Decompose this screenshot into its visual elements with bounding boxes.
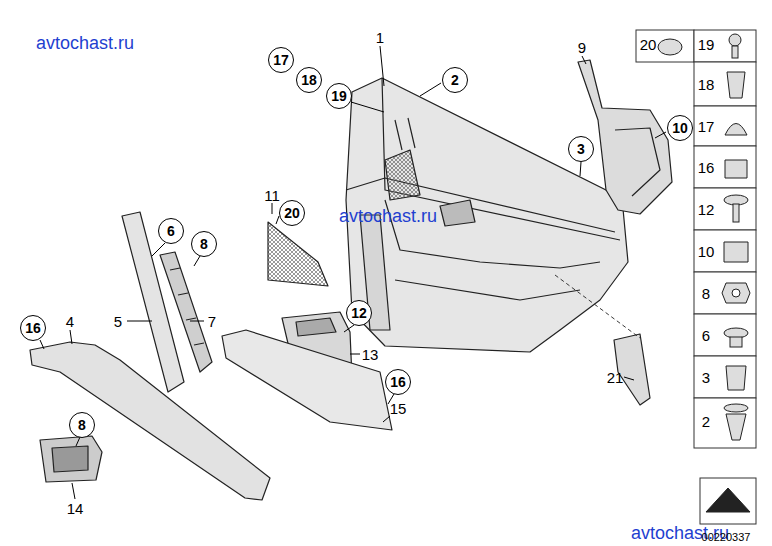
callout-number: 8 [200, 237, 208, 251]
callout-circle: 12 [346, 300, 372, 326]
callout-number: 7 [208, 314, 216, 329]
callout-number: 12 [698, 202, 715, 217]
callout-number: 3 [577, 142, 585, 156]
callout-circle: 8 [69, 412, 95, 438]
callout-number: 19 [331, 89, 347, 103]
callout-number: 10 [698, 244, 715, 259]
callout-number: 6 [702, 328, 710, 343]
callout-circle: 16 [385, 369, 411, 395]
callout-circle: 17 [268, 47, 294, 73]
callout-circle: 19 [326, 83, 352, 109]
watermark: avtochast.ru [36, 34, 134, 52]
callout-number: 20 [640, 37, 657, 52]
callout-number: 18 [698, 77, 715, 92]
callout-circle: 20 [279, 200, 305, 226]
callout-circle: 18 [296, 67, 322, 93]
callout-circle: 6 [158, 218, 184, 244]
callout-circle: 8 [191, 231, 217, 257]
callout-number: 11 [264, 188, 280, 203]
callout-number: 20 [284, 206, 300, 220]
callout-number: 17 [273, 53, 289, 67]
callout-number: 2 [702, 414, 710, 429]
callout-number: 16 [390, 375, 406, 389]
callout-number: 6 [167, 224, 175, 238]
callout-circle: 3 [568, 136, 594, 162]
callout-circle: 16 [20, 315, 46, 341]
callout-number: 14 [67, 501, 84, 516]
callout-number: 12 [351, 306, 367, 320]
callout-number: 8 [78, 418, 86, 432]
callout-number: 1 [376, 30, 384, 45]
callout-number: 4 [66, 314, 74, 329]
callout-number: 18 [301, 73, 317, 87]
callout-number: 16 [698, 160, 715, 175]
callout-number: 9 [578, 40, 586, 55]
callout-number: 15 [390, 401, 407, 416]
callout-number: 2 [451, 73, 459, 87]
callout-number: 13 [362, 347, 379, 362]
callout-number: 10 [672, 121, 688, 135]
watermark: avtochast.ru [339, 207, 437, 225]
callout-number: 3 [702, 370, 710, 385]
callout-number: 21 [607, 370, 624, 385]
callout-number: 16 [25, 321, 41, 335]
callout-number: 17 [698, 119, 715, 134]
callout-number: 5 [114, 314, 122, 329]
callout-number: 8 [702, 286, 710, 301]
diagram-code: 00220337 [702, 532, 751, 543]
callout-circle: 10 [667, 115, 693, 141]
callout-number: 19 [698, 37, 715, 52]
callout-circle: 2 [442, 67, 468, 93]
